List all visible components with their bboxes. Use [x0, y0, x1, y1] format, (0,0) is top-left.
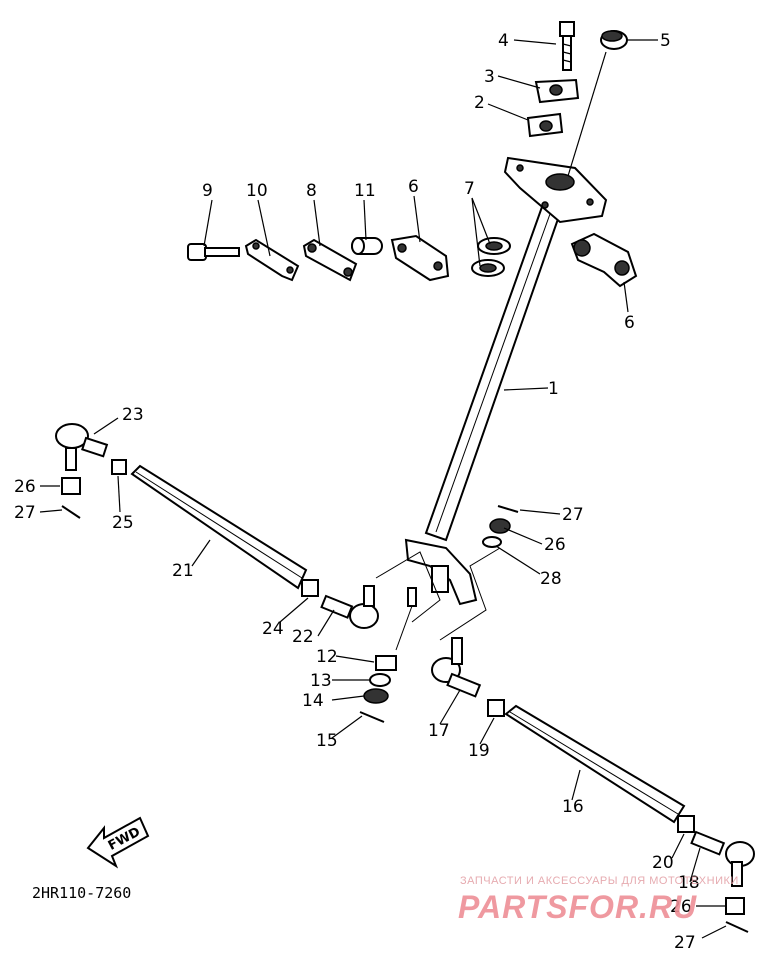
label-6-right: 6	[624, 313, 635, 333]
label-20: 20	[652, 853, 674, 873]
pin-27-left-part	[61, 505, 81, 519]
washer-13-part	[369, 673, 391, 687]
label-25: 25	[112, 513, 134, 533]
pin-27-mid-part	[497, 505, 519, 513]
label-14: 14	[302, 691, 324, 711]
pin-27-right-part	[725, 921, 749, 933]
label-6-top: 6	[408, 177, 419, 197]
tie-rod-left-part	[130, 464, 308, 590]
label-15: 15	[316, 731, 338, 751]
label-23: 23	[122, 405, 144, 425]
label-22: 22	[292, 627, 314, 647]
label-7: 7	[464, 179, 475, 199]
label-28: 28	[540, 569, 562, 589]
drawing-code: 2HR110-7260	[32, 884, 131, 902]
label-17: 17	[428, 721, 450, 741]
plate-8-part	[302, 238, 358, 282]
label-10: 10	[246, 181, 268, 201]
nut-26-left-part	[61, 477, 81, 495]
label-13: 13	[310, 671, 332, 691]
label-21: 21	[172, 561, 194, 581]
tie-rod-right-part	[504, 704, 686, 824]
label-24: 24	[262, 619, 284, 639]
nut-19-part	[487, 699, 505, 717]
label-27-left: 27	[14, 503, 36, 523]
nut-20-part	[677, 815, 695, 833]
nut-12-part	[375, 655, 397, 671]
pin-15-part	[359, 711, 385, 723]
nut-24-part	[301, 579, 319, 597]
label-12: 12	[316, 647, 338, 667]
label-26-mid: 26	[544, 535, 566, 555]
nut-25-part	[111, 459, 127, 475]
label-8: 8	[306, 181, 317, 201]
lower-bracket-part	[404, 538, 478, 607]
washer-28-part	[482, 536, 502, 548]
cap-part	[600, 30, 628, 50]
label-16: 16	[562, 797, 584, 817]
part-number-labels: 4 5 3 2 9 10 8 11 6 7 6 1 23 26 27 25 27…	[14, 31, 700, 953]
label-4: 4	[498, 31, 509, 51]
assembly-guides	[375, 547, 501, 651]
label-26-right: 26	[670, 897, 692, 917]
watermark-brand: PARTSFOR.RU	[458, 889, 697, 925]
nut-14-part	[363, 688, 389, 704]
tie-rod-end-22-part	[320, 585, 379, 629]
watermark-tagline: ЗАПЧАСТИ И АКСЕССУАРЫ ДЛЯ МОТОТЕХНИКИ	[460, 875, 739, 887]
label-11: 11	[354, 181, 376, 201]
nut-26-right-part	[725, 897, 745, 915]
lock-plate-part	[244, 238, 300, 282]
label-9: 9	[202, 181, 213, 201]
label-26-left: 26	[14, 477, 36, 497]
bushing-pair-part	[471, 237, 511, 277]
tie-rod-end-17-part	[431, 637, 482, 698]
leader-lines	[39, 39, 727, 939]
bolt-part	[559, 21, 575, 71]
label-2: 2	[474, 93, 485, 113]
label-19: 19	[468, 741, 490, 761]
bolt-9-part	[187, 243, 240, 261]
label-18: 18	[678, 873, 700, 893]
holder-6-left-part	[390, 234, 450, 282]
upper-holder-part	[534, 78, 580, 104]
fwd-arrow-icon: FWD	[86, 816, 150, 869]
label-1: 1	[548, 379, 559, 399]
watermark: ЗАПЧАСТИ И АКСЕССУАРЫ ДЛЯ МОТОТЕХНИКИ PA…	[458, 875, 739, 925]
lower-holder-part	[526, 112, 564, 138]
tie-rod-end-23-part	[55, 423, 109, 471]
nut-26-mid-part	[489, 518, 511, 534]
tie-rod-end-18-part	[690, 830, 755, 887]
label-5: 5	[660, 31, 671, 51]
holder-6-right-part	[570, 232, 638, 288]
upper-bracket-part	[503, 156, 608, 224]
label-27-mid: 27	[562, 505, 584, 525]
collar-part	[351, 237, 383, 255]
label-3: 3	[484, 67, 495, 87]
label-27-right: 27	[674, 933, 696, 953]
